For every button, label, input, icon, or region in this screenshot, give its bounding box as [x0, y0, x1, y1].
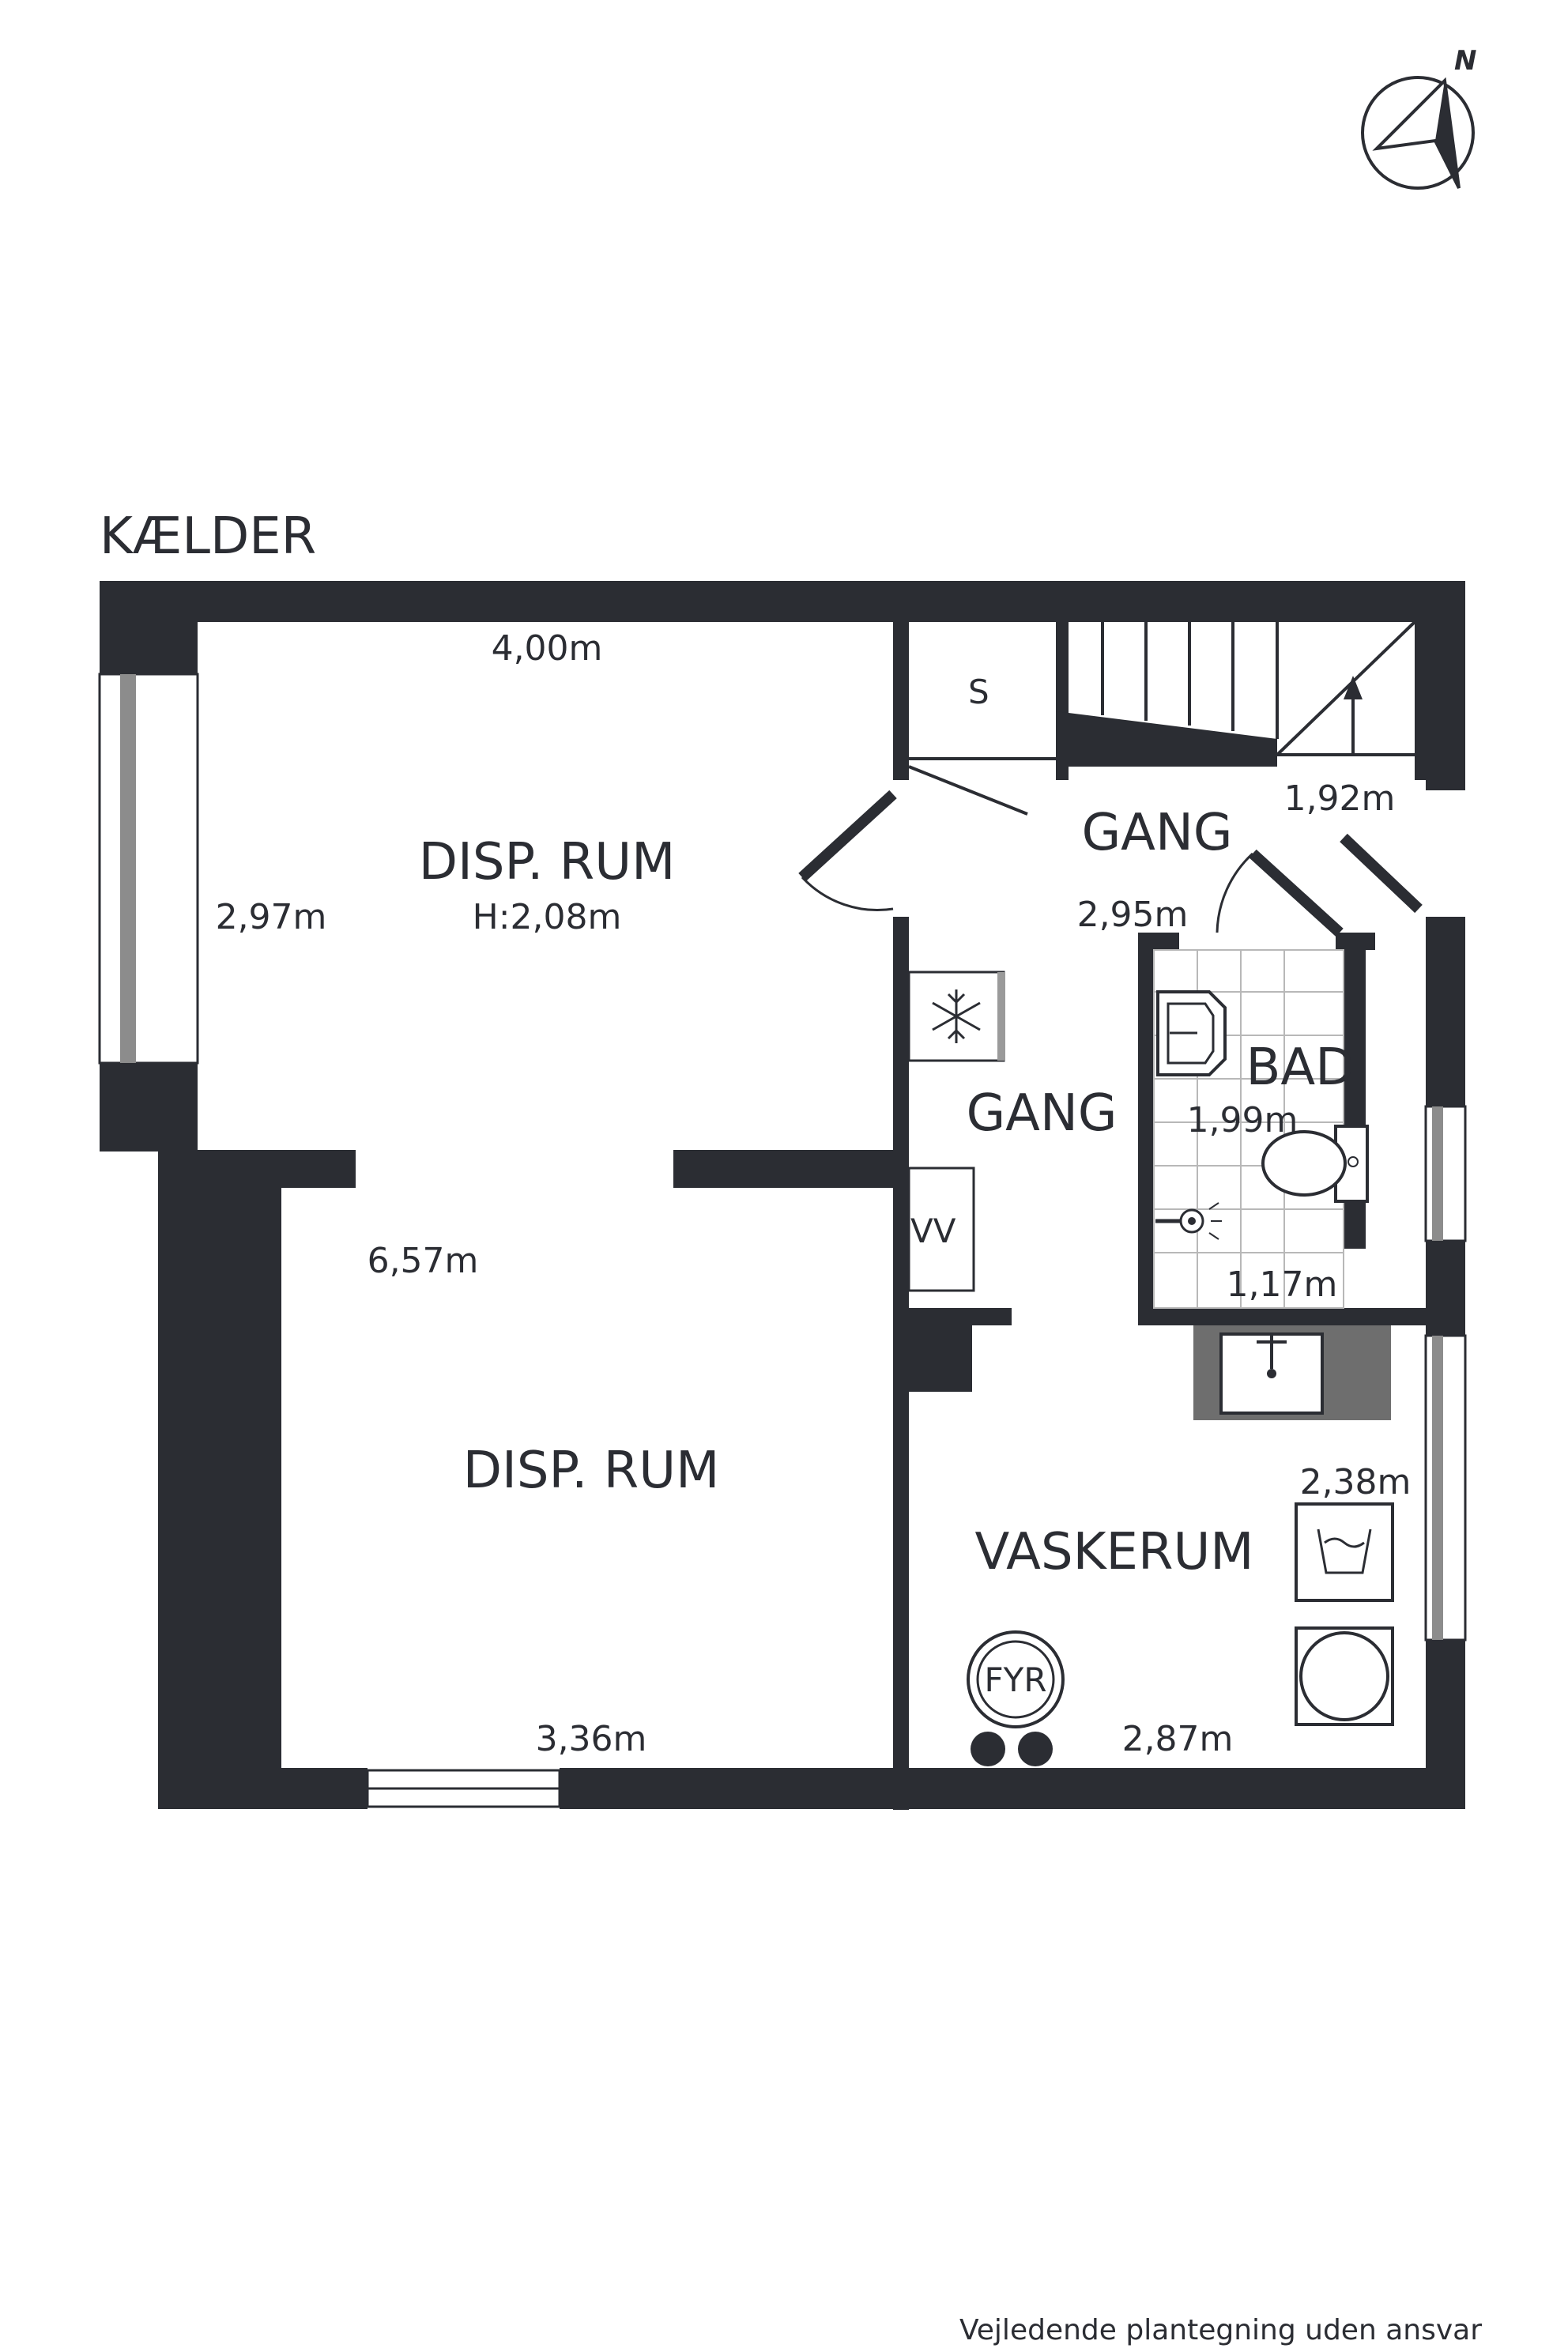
windows	[98, 673, 1467, 1808]
room-label-vaskerum: VASKERUM	[974, 1523, 1253, 1581]
compass-north-label: N	[1454, 45, 1476, 77]
dim-gang-width: 2,95m	[1077, 895, 1189, 935]
washing-machine	[1295, 1502, 1394, 1602]
room-label-disp-rum-bottom: DISP. RUM	[463, 1442, 720, 1500]
staircase	[1056, 620, 1426, 780]
room-height-disp-rum-top: H:2,08m	[473, 897, 622, 937]
room-label-bad: BAD	[1246, 1038, 1355, 1097]
window-bad	[1424, 1105, 1467, 1242]
dim-hall-length: 6,57m	[368, 1241, 479, 1281]
laundry-tub-icon	[1317, 1528, 1372, 1574]
room-label-gang-middle: GANG	[967, 1084, 1118, 1143]
dim-stair-width: 1,92m	[1284, 778, 1396, 819]
toilet	[1261, 1125, 1369, 1203]
storage-label: S	[968, 673, 989, 711]
dim-vaskerum-length: 2,38m	[1300, 1462, 1412, 1502]
compass: N	[1361, 45, 1476, 190]
footer-disclaimer: Vejledende plantegning uden ansvar	[959, 2314, 1482, 2346]
freezer	[907, 971, 1005, 1062]
interior-walls	[198, 622, 1426, 1810]
utility-sink	[1193, 1325, 1391, 1420]
boiler: FYR	[967, 1630, 1065, 1766]
dim-bottom-width: 3,36m	[536, 1719, 647, 1759]
room-label-gang-top: GANG	[1082, 804, 1233, 862]
outer-walls	[100, 581, 1465, 1809]
snowflake-icon	[932, 989, 981, 1043]
dim-bad-length: 1,99m	[1187, 1100, 1298, 1140]
shower-head	[1155, 1202, 1222, 1240]
water-heater-label: VV	[910, 1212, 956, 1250]
window-left	[120, 674, 136, 1063]
dim-left-height: 2,97m	[216, 897, 327, 937]
water-heater: VV	[907, 1167, 975, 1292]
bathroom-sink	[1156, 990, 1227, 1076]
floor-title: KÆLDER	[100, 507, 316, 566]
window-vaskerum	[1424, 1334, 1467, 1642]
room-label-disp-rum-top: DISP. RUM	[419, 833, 676, 891]
boiler-label: FYR	[985, 1660, 1047, 1699]
dim-vaskerum-width: 2,87m	[1122, 1719, 1234, 1759]
storage-closet: S	[909, 673, 1056, 760]
dim-bad-width: 1,17m	[1227, 1265, 1338, 1305]
dryer	[1295, 1626, 1394, 1726]
doors	[798, 765, 1423, 937]
dim-top-width: 4,00m	[492, 628, 603, 669]
